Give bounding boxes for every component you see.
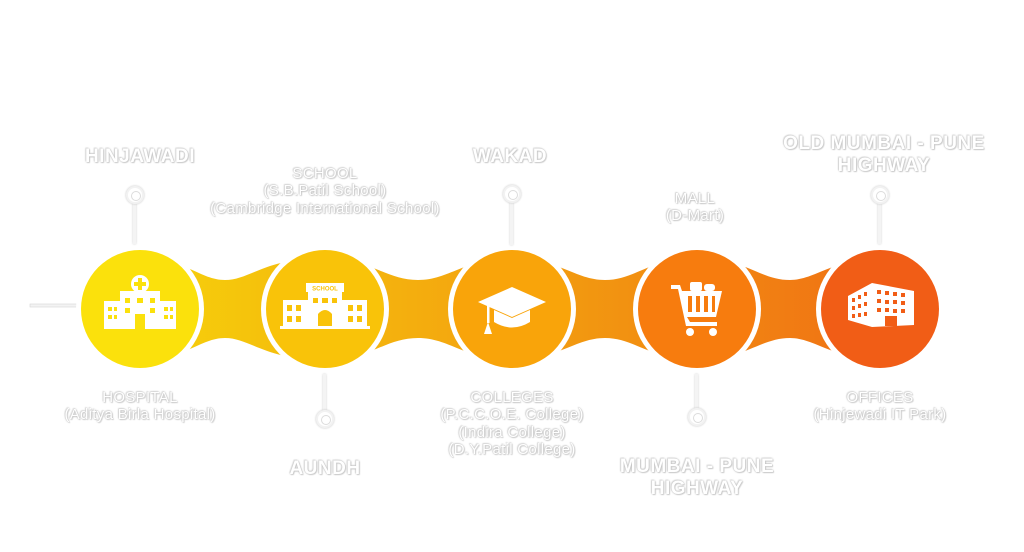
knob-highway — [688, 408, 706, 426]
label-offices: OFFICES (Hinjewadi IT Park) — [785, 389, 975, 424]
label-aundh: AUNDH — [265, 458, 385, 480]
hospital-icon — [104, 275, 176, 329]
stem-old-highway — [878, 200, 881, 244]
label-wakad: WAKAD — [450, 146, 570, 168]
label-colleges: COLLEGES (P.C.C.O.E. College) (Indira Co… — [410, 389, 614, 458]
school-icon: SCHOOL — [280, 283, 370, 329]
label-old-highway: OLD MUMBAI - PUNE HIGHWAY — [764, 133, 1004, 177]
label-school-title: SCHOOL — [292, 165, 358, 182]
graduation-cap-icon — [478, 287, 546, 334]
label-colleges-line1: (P.C.C.O.E. College) — [440, 406, 584, 424]
label-highway-line1: MUMBAI - PUNE — [619, 456, 775, 477]
office-building-icon — [848, 283, 914, 327]
label-hospital-line1: (Aditya Birla Hospital) — [64, 406, 216, 424]
label-school: SCHOOL (S.B.Patil School) (Cambridge Int… — [170, 165, 480, 217]
label-old-highway-line1: OLD MUMBAI - PUNE — [783, 133, 985, 154]
label-mall: MALL (D-Mart) — [620, 190, 770, 225]
label-hinjawadi-text: HINJAWADI — [84, 146, 196, 167]
label-offices-title: OFFICES — [846, 389, 914, 406]
label-wakad-text: WAKAD — [472, 146, 548, 167]
knob-hinjawadi — [126, 186, 144, 204]
stem-wakad — [510, 199, 513, 245]
label-school-line1: (S.B.Patil School) — [263, 182, 387, 200]
label-mall-line1: (D-Mart) — [665, 207, 725, 225]
label-colleges-line2: (Indira College) — [458, 423, 566, 441]
knob-old-highway — [871, 186, 889, 204]
school-sign-text: SCHOOL — [312, 287, 338, 293]
label-highway-line2: HIGHWAY — [650, 477, 744, 499]
label-hinjawadi: HINJAWADI — [60, 146, 220, 168]
stem-aundh — [323, 374, 326, 412]
label-aundh-text: AUNDH — [289, 458, 361, 479]
stem-highway — [695, 374, 698, 410]
label-offices-line1: (Hinjewadi IT Park) — [813, 406, 947, 424]
stem-hinjawadi — [133, 200, 136, 244]
label-school-line2: (Cambridge International School) — [210, 199, 440, 217]
label-hospital-title: HOSPITAL — [102, 389, 178, 406]
shopping-cart-icon — [671, 282, 722, 336]
label-hospital: HOSPITAL (Aditya Birla Hospital) — [30, 389, 250, 424]
label-colleges-title: COLLEGES — [470, 389, 554, 406]
label-colleges-line3: (D.Y.Patil College) — [448, 440, 576, 458]
knob-aundh — [316, 410, 334, 428]
knob-wakad — [503, 185, 521, 203]
label-mall-title: MALL — [674, 190, 716, 207]
label-old-highway-line2: HIGHWAY — [837, 154, 931, 176]
label-highway: MUMBAI - PUNE HIGHWAY — [597, 456, 797, 500]
